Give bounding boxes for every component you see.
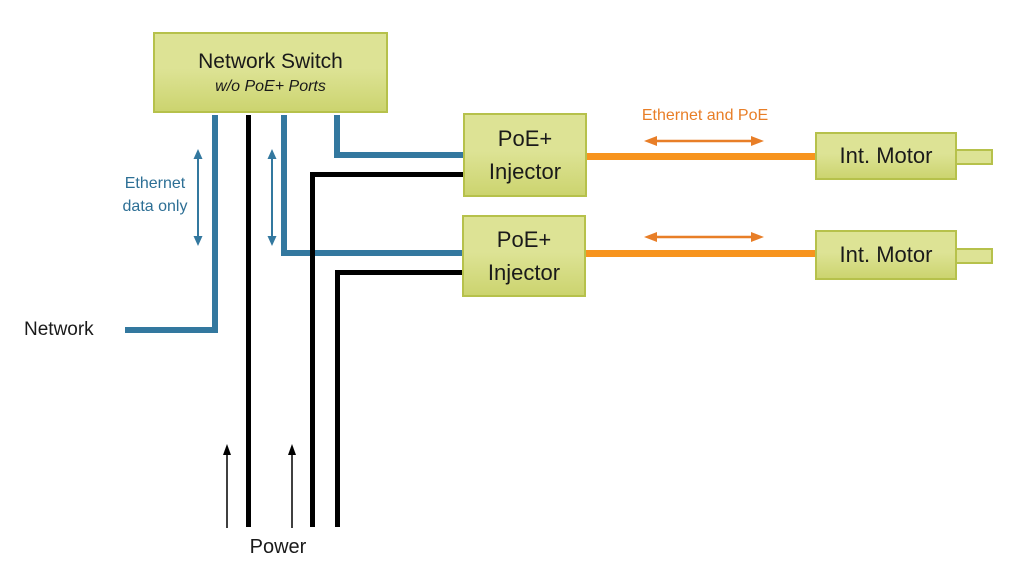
- ethernet-data-only-label: Ethernet data only: [95, 172, 215, 218]
- int-motor-2-node: Int. Motor: [815, 230, 957, 280]
- ethernet-flow-arrow-right: [267, 149, 277, 246]
- ethernet-poe-line-motor1: [585, 153, 817, 160]
- ethernet-line-network-horizontal: [125, 327, 218, 333]
- poe-injector-1-label-line2: Injector: [488, 159, 562, 184]
- power-flow-arrow-right: [288, 444, 296, 528]
- motor1-shaft: [955, 149, 993, 165]
- ethernet-line-injector1-horizontal: [334, 152, 467, 158]
- power-line-injector1-vertical: [310, 172, 315, 527]
- power-label: Power: [249, 536, 307, 558]
- ethernet-poe-line-motor2: [584, 250, 817, 257]
- ethernet-poe-flow-arrow-bottom: [644, 232, 764, 242]
- network-switch-node: Network Switch w/o PoE+ Ports: [153, 32, 388, 113]
- power-flow-arrow-left: [223, 444, 231, 528]
- network-switch-title: Network Switch: [198, 49, 343, 73]
- int-motor-1-node: Int. Motor: [815, 132, 957, 180]
- int-motor-2-label: Int. Motor: [839, 242, 933, 267]
- poe-injector-1-node: PoE+ Injector: [463, 113, 587, 197]
- power-line-injector2-vertical: [335, 270, 340, 527]
- power-line-injector1-horizontal: [310, 172, 463, 177]
- ethernet-and-poe-label: Ethernet and PoE: [641, 107, 769, 124]
- network-switch-subtitle: w/o PoE+ Ports: [215, 77, 326, 95]
- power-line-injector2-horizontal: [335, 270, 462, 275]
- ethernet-data-only-line1: Ethernet: [124, 175, 186, 192]
- ethernet-flow-arrow-left: [193, 149, 203, 246]
- motor2-shaft: [955, 248, 993, 264]
- network-label: Network: [24, 319, 94, 340]
- poe-injector-2-label-line2: Injector: [487, 260, 561, 285]
- poe-injector-1-label-line1: PoE+: [497, 126, 553, 151]
- ethernet-line-injector2-horizontal: [281, 250, 466, 256]
- ethernet-line-injector1-vertical: [334, 115, 340, 158]
- poe-injector-2-label-line1: PoE+: [496, 227, 552, 252]
- ethernet-data-only-line2: data only: [122, 198, 188, 215]
- int-motor-1-label: Int. Motor: [839, 143, 933, 168]
- ethernet-poe-flow-arrow-top: [644, 136, 764, 146]
- power-line-switch: [246, 115, 251, 527]
- poe-injector-2-node: PoE+ Injector: [462, 215, 586, 297]
- ethernet-line-network-vertical: [212, 115, 218, 333]
- ethernet-line-injector2-vertical: [281, 115, 287, 256]
